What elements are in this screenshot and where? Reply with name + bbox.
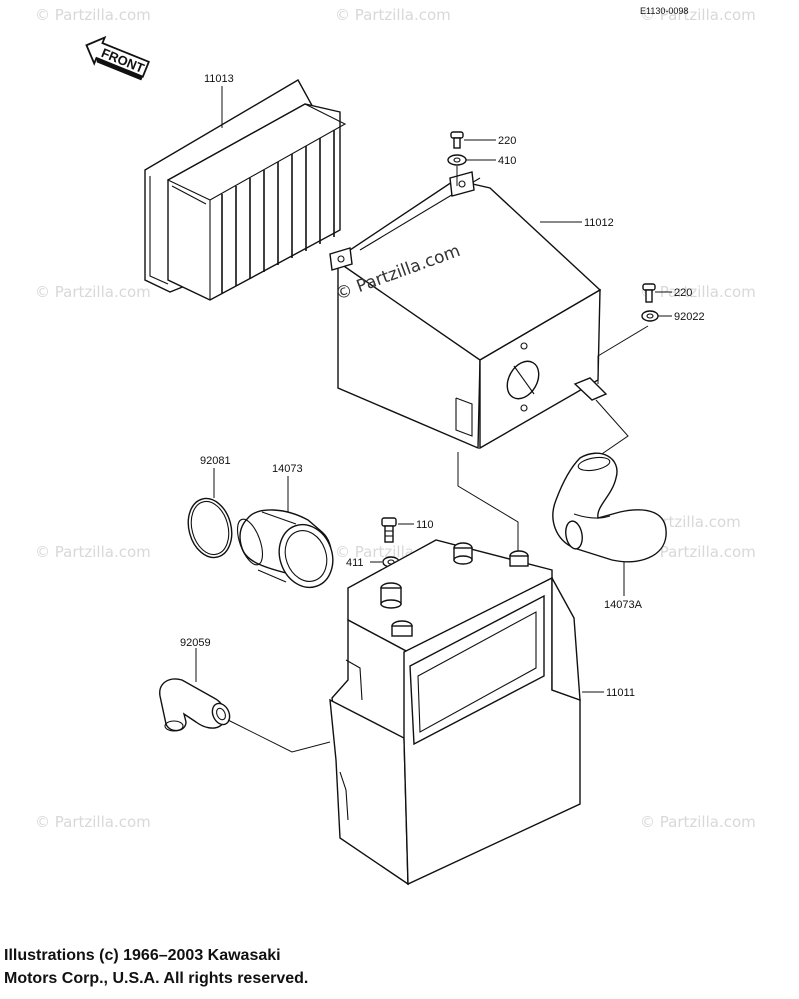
part-label-14073: 14073 (272, 463, 303, 475)
air-cleaner-case-11011 (329, 539, 581, 886)
watermark: © Partzilla.com (35, 813, 151, 831)
watermark: © Partzilla.com (640, 813, 756, 831)
screw-220-right (642, 283, 656, 303)
part-label-410: 410 (498, 155, 516, 167)
air-filter-element-11013 (144, 79, 347, 301)
intake-duct-14073 (236, 509, 334, 589)
connection-line (595, 399, 629, 459)
elbow-hose-92059 (159, 678, 231, 732)
watermarks: © Partzilla.com © Partzilla.com © Partzi… (35, 6, 756, 831)
copyright-notice: Illustrations (c) 1966–2003 Kawasaki Mot… (4, 944, 564, 990)
copyright-line-2: Motors Corp., U.S.A. All rights reserved… (4, 970, 309, 987)
elbow-duct-14073A (552, 452, 667, 563)
part-label-92059: 92059 (180, 637, 211, 649)
watermark: © Partzilla.com (640, 6, 756, 24)
screw-220-top (450, 131, 464, 149)
part-label-14073A: 14073A (604, 599, 643, 611)
part-label-92022: 92022 (674, 311, 705, 323)
filter-pleats (221, 130, 335, 293)
washer-410 (447, 154, 467, 166)
watermark: © Partzilla.com (335, 6, 451, 24)
part-label-11011: 11011 (606, 687, 635, 699)
connection-line (227, 719, 331, 753)
front-arrow-icon: FRONT (85, 35, 150, 81)
o-ring-92081 (187, 497, 233, 559)
air-cleaner-cover-11012 (329, 171, 608, 450)
watermark: © Partzilla.com (35, 543, 151, 561)
part-label-220-top: 220 (498, 135, 516, 147)
washer-92022 (641, 310, 659, 322)
connection-line (457, 452, 519, 552)
watermark: © Partzilla.com (640, 283, 756, 301)
diagram-reference-code: E1130-0098 (640, 6, 688, 16)
watermark: © Partzilla.com (640, 543, 756, 561)
watermark: © Partzilla.com (35, 6, 151, 24)
part-label-220-right: 220 (674, 287, 692, 299)
bolt-110 (381, 517, 397, 543)
part-label-411: 411 (346, 557, 364, 569)
watermark: © Partzilla.com (35, 283, 151, 301)
copyright-line-1: Illustrations (c) 1966–2003 Kawasaki (4, 947, 281, 964)
part-label-11012: 11012 (584, 217, 614, 229)
leader-line (597, 325, 649, 384)
part-label-11013: 11013 (204, 73, 234, 85)
part-label-110: 110 (416, 519, 434, 531)
part-label-92081: 92081 (200, 455, 231, 467)
